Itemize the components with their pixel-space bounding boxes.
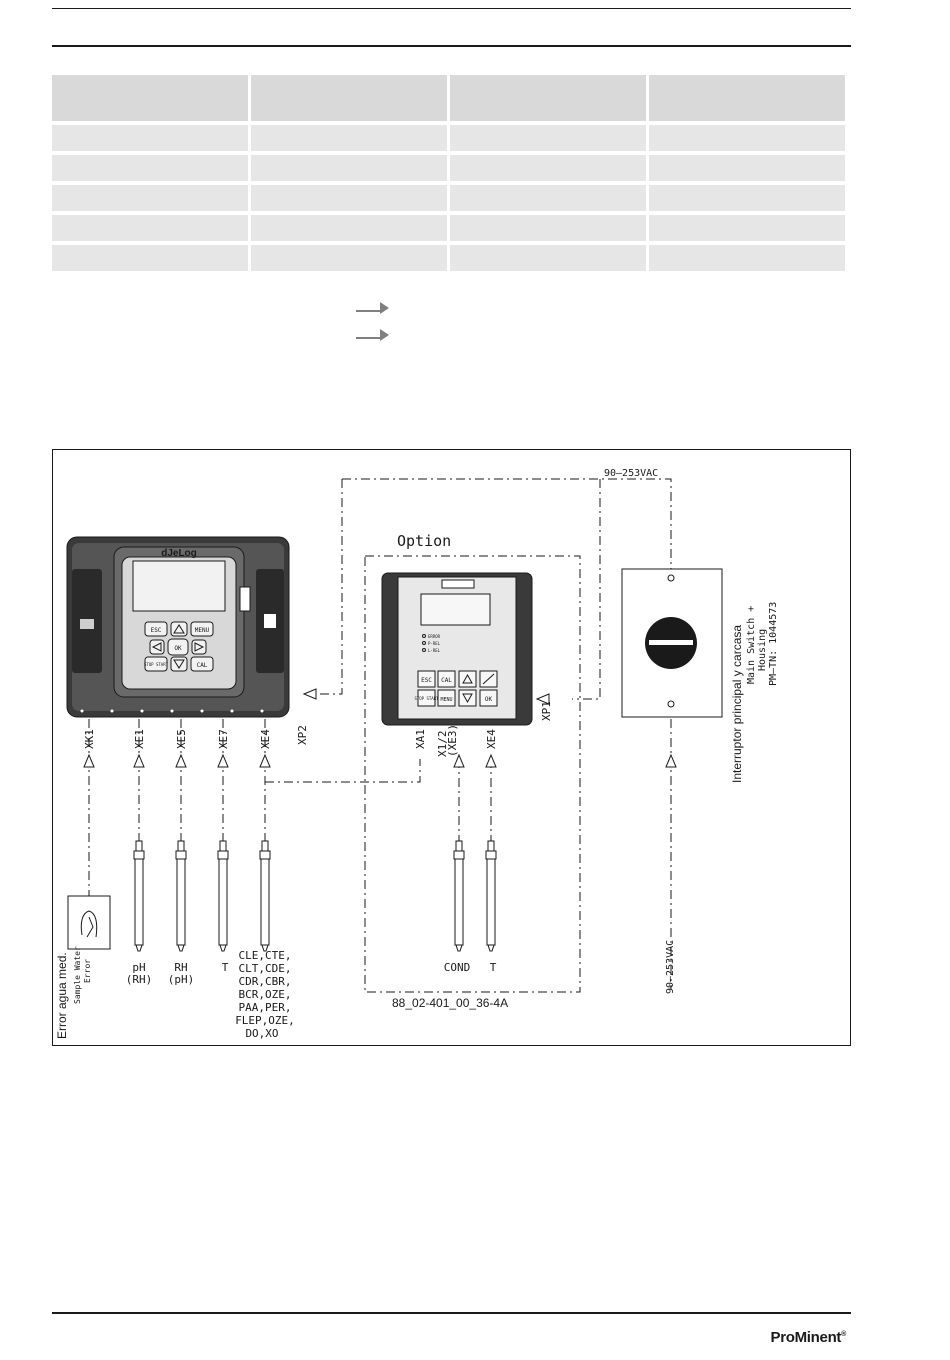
device-display: [132, 560, 226, 612]
section-rule: [52, 45, 851, 47]
ok-key: OK: [174, 645, 182, 652]
bottom-rule: [52, 1312, 851, 1314]
table-header-cell: [251, 75, 447, 121]
connector-arrow-icon: [665, 753, 677, 768]
result-arrow-icon: [356, 302, 389, 314]
switch-part-number: PM–TN: 1044573: [768, 602, 779, 686]
table-header-cell: [649, 75, 845, 121]
error-label-en-2: Error: [83, 959, 92, 983]
switch-label-housing: Housing: [757, 629, 768, 671]
sensor-label-multi: CLT,CDE,: [239, 962, 292, 975]
connector-arrow-icon: [217, 753, 229, 768]
prominent-logo: ProMinent®: [771, 1329, 847, 1346]
port-xe4: XE4: [259, 729, 272, 749]
option-led-label: P-REL: [428, 641, 441, 646]
brand-name: ProMinent: [770, 1329, 842, 1346]
connector-arrow-icon: [535, 693, 550, 705]
port-xp1: XP1: [540, 701, 553, 721]
sensor-label-t: T: [222, 961, 229, 974]
switch-label-en: Main Switch +: [746, 606, 757, 684]
stop-start-key: STOP START: [144, 662, 169, 667]
connector-arrow-icon: [302, 688, 317, 700]
switch-label-es: Interruptor principal y carcasa: [730, 625, 744, 783]
wiring-diagram: dJeLog ESC MENU OK STOP START CAL: [52, 449, 851, 1046]
temperature-electrode-icon: [217, 840, 229, 952]
table-header-row: [52, 75, 845, 121]
sensor-label-multi: BCR,OZE,: [239, 988, 292, 1001]
registered-mark: ®: [841, 1331, 846, 1338]
table-row: [52, 155, 845, 181]
port-option-xe4: XE4: [485, 729, 498, 749]
table-row: [52, 185, 845, 211]
option-display: [420, 593, 491, 626]
option-led-label: L-REL: [428, 648, 441, 653]
sensor-label-multi: DO,XO: [245, 1027, 278, 1040]
left-arrow-icon: [151, 642, 162, 652]
port-xe1: XE1: [133, 729, 146, 749]
sample-water-sensor-icon: [67, 895, 111, 950]
option-stop-key: STOP START: [414, 696, 439, 701]
error-label-en: Sample Water: [73, 946, 82, 1004]
top-rule: [52, 8, 851, 9]
ph-electrode-icon: [133, 840, 145, 952]
table-row: [52, 125, 845, 151]
main-controller: dJeLog ESC MENU OK STOP START CAL: [66, 536, 290, 718]
option-up-icon: [462, 673, 473, 684]
table-header-cell: [52, 75, 248, 121]
option-cal-key: CAL: [441, 677, 452, 684]
sensor-label-multi: FLEP,OZE,: [235, 1014, 295, 1027]
rh-electrode-icon: [175, 840, 187, 952]
table-header-cell: [450, 75, 646, 121]
error-label-es: Error agua med.: [55, 952, 69, 1039]
connector-arrow-icon: [133, 753, 145, 768]
result-arrow-icon: [356, 329, 389, 341]
main-switch: [621, 568, 723, 718]
sensor-label-rh: RH: [174, 961, 187, 974]
option-down-icon: [462, 693, 473, 704]
sensor-label-rh-alt: (pH): [168, 973, 195, 986]
supply-voltage-top: 90–253VAC: [604, 468, 658, 479]
sensor-label-ph-alt: (RH): [126, 973, 153, 986]
down-arrow-icon: [173, 659, 185, 669]
option-slash-icon: [482, 673, 495, 685]
connector-arrow-icon: [83, 753, 95, 768]
option-device: ERROR P-REL L-REL ESC CAL STOP START MEN…: [381, 572, 533, 726]
option-esc-key: ESC: [421, 677, 432, 684]
sensor-label-cond: COND: [444, 961, 471, 974]
port-xe3: (XE3): [446, 724, 459, 757]
sensor-label-multi: PAA,PER,: [239, 1001, 292, 1014]
data-table: [49, 75, 848, 271]
port-x1-2: X1/2: [436, 731, 449, 758]
connector-arrow-icon: [259, 753, 271, 768]
cal-key: CAL: [197, 662, 208, 669]
drawing-number: 88_02-401_00_36-4A: [392, 996, 508, 1010]
esc-key: ESC: [151, 627, 162, 634]
port-xk1: XK1: [83, 729, 96, 749]
sensor-label-ph: pH: [132, 961, 145, 974]
supply-voltage-bottom: 90–253VAC: [665, 940, 676, 994]
connector-arrow-icon: [485, 753, 497, 768]
table-row: [52, 215, 845, 241]
conductivity-electrode-icon: [453, 840, 465, 952]
right-arrow-icon: [194, 642, 205, 652]
connector-arrow-icon: [175, 753, 187, 768]
option-menu-key: MENU: [440, 697, 452, 703]
multi-electrode-icon: [259, 840, 271, 952]
connector-arrow-icon: [453, 753, 465, 768]
device-brand: dJeLog: [161, 548, 197, 559]
option-temperature-electrode-icon: [485, 840, 497, 952]
sensor-label-multi: CLE,CTE,: [239, 949, 292, 962]
port-xe7: XE7: [217, 729, 230, 749]
sensor-label-option-t: T: [490, 961, 497, 974]
port-xa1: XA1: [414, 729, 427, 749]
option-ok-key: OK: [485, 696, 493, 703]
port-xe5: XE5: [175, 729, 188, 749]
option-led-label: ERROR: [428, 634, 441, 639]
sensor-label-multi: CDR,CBR,: [239, 975, 292, 988]
table-row: [52, 245, 845, 271]
port-xp2: XP2: [296, 725, 309, 745]
menu-key: MENU: [195, 627, 210, 634]
up-arrow-icon: [173, 624, 185, 634]
option-label: Option: [397, 532, 451, 550]
